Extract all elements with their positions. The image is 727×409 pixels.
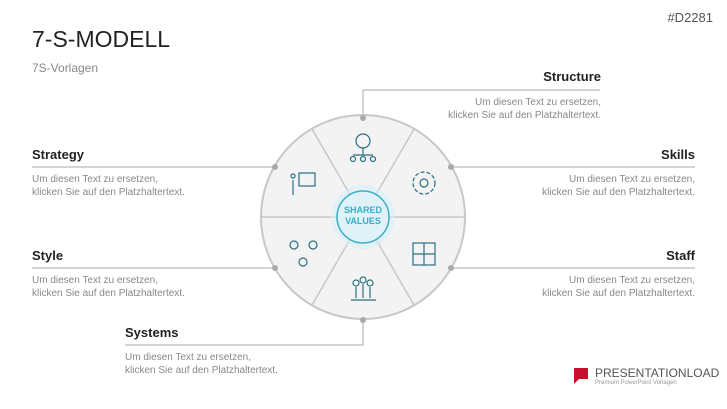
connector-structure (362, 89, 600, 118)
page-title: 7-S-MODELL (32, 26, 171, 52)
puzzle-icon (412, 242, 436, 266)
org-chart-icon (349, 133, 377, 163)
team-network-icon (289, 240, 318, 267)
people-group-icon (351, 276, 376, 301)
gear-icon (412, 171, 436, 195)
presentation-icon (290, 172, 316, 195)
subtitle: 7S-Vorlagen (32, 61, 99, 75)
logo-icon (574, 368, 588, 384)
shared-values-circle (336, 190, 390, 244)
slide-id: #D2281 (667, 10, 713, 25)
connector-systems (125, 320, 364, 346)
